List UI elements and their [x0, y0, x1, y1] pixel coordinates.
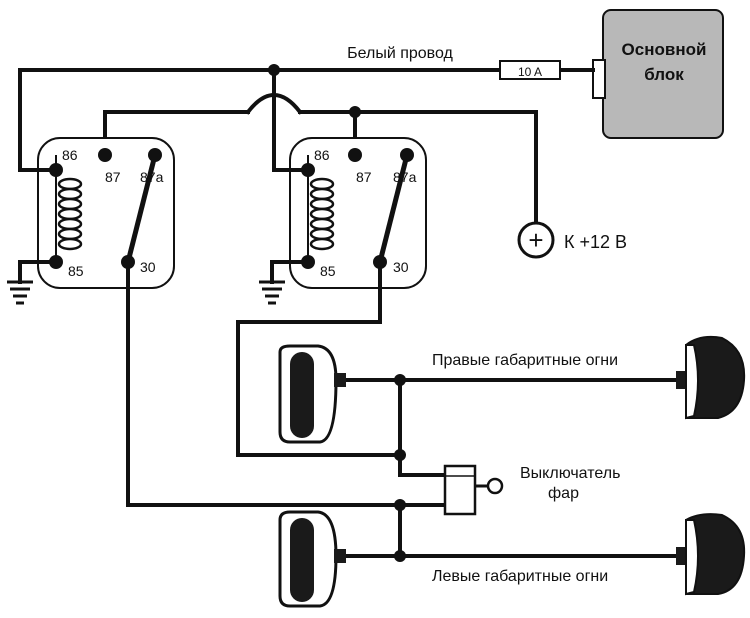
pin-label-87a: 87a — [140, 169, 164, 185]
relay-switch-arm — [377, 154, 410, 263]
pin-label-86: 86 — [314, 147, 330, 163]
pin-86 — [301, 163, 315, 177]
relay-switch-arm — [125, 154, 158, 263]
pin-label-85: 85 — [320, 263, 336, 279]
white-wire-label: Белый провод — [347, 45, 453, 62]
output-wiring — [126, 260, 682, 562]
pin-label-87: 87 — [105, 169, 121, 185]
battery-terminal: + К +12 В — [517, 221, 627, 259]
pin-87a — [400, 148, 414, 162]
right-lights-label: Правые габаритные огни — [432, 352, 618, 369]
pin-86 — [49, 163, 63, 177]
main-unit-label-line1: Основной — [622, 40, 707, 59]
junction-dot — [394, 550, 406, 562]
white-wire: 10 A Белый провод — [18, 45, 595, 172]
pin-label-87: 87 — [356, 169, 372, 185]
pin-label-86: 86 — [62, 147, 78, 163]
front-lamp-left — [278, 510, 346, 608]
headlight-switch: Выключатель фар — [443, 464, 620, 516]
junction-dot — [394, 449, 406, 461]
battery-label: К +12 В — [564, 232, 627, 252]
front-lamp-right — [278, 344, 346, 444]
switch-label-line1: Выключатель — [520, 465, 620, 482]
main-unit: Основной блок — [592, 9, 724, 139]
pin-label-30: 30 — [393, 259, 409, 275]
ground-icon — [259, 260, 310, 305]
fuse — [499, 60, 561, 80]
switch-label-line2: фар — [548, 485, 579, 502]
pin-label-87a: 87a — [393, 169, 417, 185]
relay-coil — [55, 155, 83, 262]
ground-icon — [7, 260, 58, 305]
relay-1: 86 87 87a 85 30 — [7, 137, 175, 305]
junction-dot — [394, 499, 406, 511]
left-lights-label: Левые габаритные огни — [432, 568, 608, 585]
plus-icon: + — [528, 225, 543, 255]
pin-87a — [148, 148, 162, 162]
junction-dot — [394, 374, 406, 386]
rear-lamp-left — [676, 513, 746, 596]
rear-lamp-right — [676, 335, 746, 420]
switch-knob-icon — [486, 477, 504, 495]
pin-87 — [348, 148, 362, 162]
pin-label-30: 30 — [140, 259, 156, 275]
main-unit-label-line2: блок — [644, 65, 684, 84]
fuse-label: 10 A — [518, 65, 542, 79]
pin-label-85: 85 — [68, 263, 84, 279]
pin-87 — [98, 148, 112, 162]
relay-2: 86 87 87a 85 30 — [259, 88, 427, 305]
